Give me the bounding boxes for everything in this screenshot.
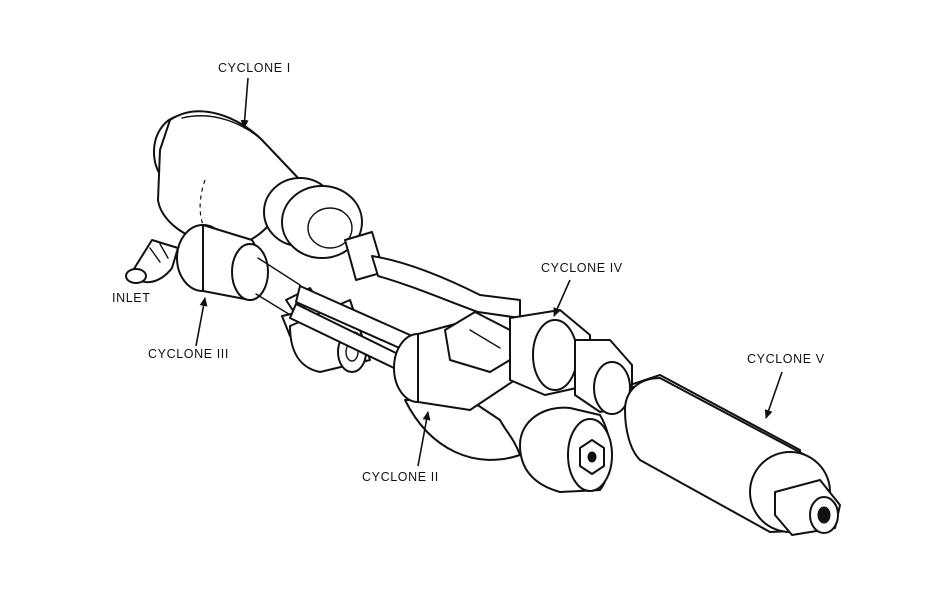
cyclone-1-body <box>153 110 363 259</box>
label-cyclone-5: CYCLONE V <box>747 352 825 419</box>
cyclone-2-body <box>393 311 521 461</box>
cyclone-4-body <box>509 309 633 415</box>
svg-text:CYCLONE I: CYCLONE I <box>218 61 291 75</box>
svg-text:INLET: INLET <box>112 291 150 305</box>
label-cyclone-4: CYCLONE IV <box>541 261 623 317</box>
upper-transfer-tube <box>344 231 521 319</box>
connecting-rods <box>289 285 411 369</box>
label-cyclone-2: CYCLONE II <box>362 411 439 484</box>
label-cyclone-3: CYCLONE III <box>148 297 229 361</box>
svg-text:CYCLONE V: CYCLONE V <box>747 352 825 366</box>
svg-text:CYCLONE IV: CYCLONE IV <box>541 261 623 275</box>
label-cyclone-1: CYCLONE I <box>218 61 291 129</box>
inlet-nozzle <box>125 239 179 284</box>
lower-end-cap <box>519 406 613 493</box>
svg-text:CYCLONE III: CYCLONE III <box>148 347 229 361</box>
svg-text:CYCLONE II: CYCLONE II <box>362 470 439 484</box>
cyclone-5-body <box>624 374 841 536</box>
label-inlet: INLET <box>112 291 150 305</box>
